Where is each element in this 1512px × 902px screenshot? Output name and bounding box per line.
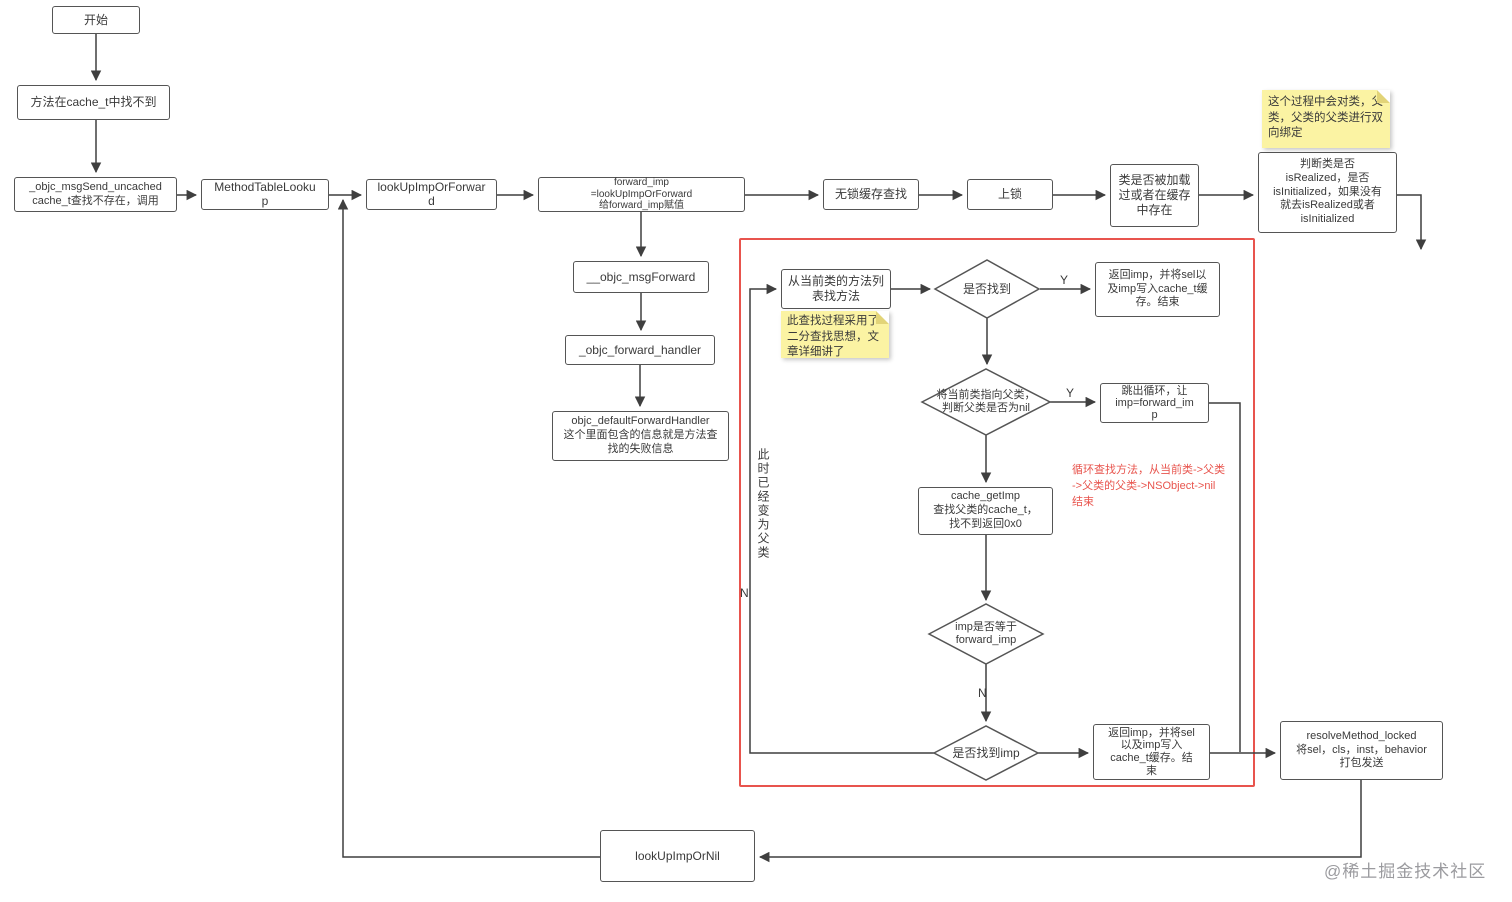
edge-judge-down — [1397, 194, 1427, 251]
decision-found-imp-diamond — [932, 725, 1040, 781]
node-forward-imp-assign: forward_imp =lookUpImpOrForward 给forward… — [538, 177, 745, 212]
node-start: 开始 — [52, 6, 140, 34]
node-cache-not-found: 方法在cache_t中找不到 — [17, 85, 170, 120]
node-method-list-search: 从当前类的方法列 表找方法 — [781, 269, 891, 309]
note-binary-search: 此查找过程采用了 二分查找思想，文 章详细讲了 — [781, 311, 889, 358]
loop-region-outline — [739, 238, 1255, 787]
node-return-imp-1: 返回imp，并将sel以 及imp写入cache_t缓 存。结束 — [1095, 262, 1220, 317]
decision-found-label: 是否找到 — [962, 281, 1011, 296]
annotation-loop-search: 循环查找方法，从当前类->父类 ->父类的父类->NSObject->nil 结… — [1072, 464, 1226, 508]
decision-found-imp-label: 是否找到imp — [952, 745, 1020, 760]
node-cache-get-imp: cache_getImp 查找父类的cache_t， 找不到返回0x0 — [918, 487, 1053, 535]
node-return-imp-2: 返回imp，并将sel 以及imp写入 cache_t缓存。结 束 — [1093, 724, 1210, 780]
edge-lookupnil-loopback — [337, 198, 600, 858]
node-resolve-method-locked: resolveMethod_locked 将sel，cls，inst，behav… — [1280, 721, 1443, 780]
node-msgsend-uncached: _objc_msgSend_uncached cache_t查找不存在，调用 — [14, 177, 177, 212]
decision-imp-equal-diamond — [927, 603, 1045, 665]
decision-superclass-label: 将当前类指向父类， 判断父类是否为nil — [936, 388, 1036, 414]
watermark: @稀土掘金技术社区 — [1324, 862, 1487, 881]
note-double-binding: 这个过程中会对类，父 类，父类的父类进行双 向绑定 — [1262, 90, 1390, 148]
node-class-loaded-check: 类是否被加载 过或者在缓存 中存在 — [1110, 164, 1199, 227]
decision-imp-equal-label: imp是否等于 forward_imp — [955, 620, 1017, 646]
edge-label-imp-equal-no: N — [978, 686, 987, 700]
edge-label-superclass-yes: Y — [1066, 386, 1075, 400]
edge-resolve-to-lookupnil — [758, 780, 1362, 863]
node-default-forward-handler: objc_defaultForwardHandler 这个里面包含的信息就是方法… — [552, 411, 729, 461]
node-judge-realized: 判断类是否 isRealized，是否 isInitialized，如果没有 就… — [1258, 152, 1397, 233]
node-lockless-cache-lookup: 无锁缓存查找 — [823, 179, 919, 210]
node-objc-forward-handler: _objc_forward_handler — [565, 335, 715, 365]
annotation-now-superclass: 此时已经变为父类 — [756, 448, 770, 560]
edge-break-join — [1209, 402, 1241, 752]
decision-superclass-diamond — [920, 368, 1052, 436]
decision-found-diamond — [933, 259, 1041, 319]
node-objc-msgforward: __objc_msgForward — [573, 261, 709, 293]
edge-loop-back — [749, 283, 934, 754]
node-lookup-imp-or-forward: lookUpImpOrForwar d — [366, 179, 497, 210]
node-method-table-lookup: MethodTableLooku p — [201, 179, 329, 210]
node-break-loop: 跳出循环，让 imp=forward_im p — [1100, 383, 1209, 423]
node-lock: 上锁 — [967, 179, 1053, 210]
node-lookup-imp-or-nil: lookUpImpOrNil — [600, 830, 755, 882]
edge-label-found-yes: Y — [1060, 273, 1069, 287]
edge-label-loop-no: N — [740, 586, 749, 600]
